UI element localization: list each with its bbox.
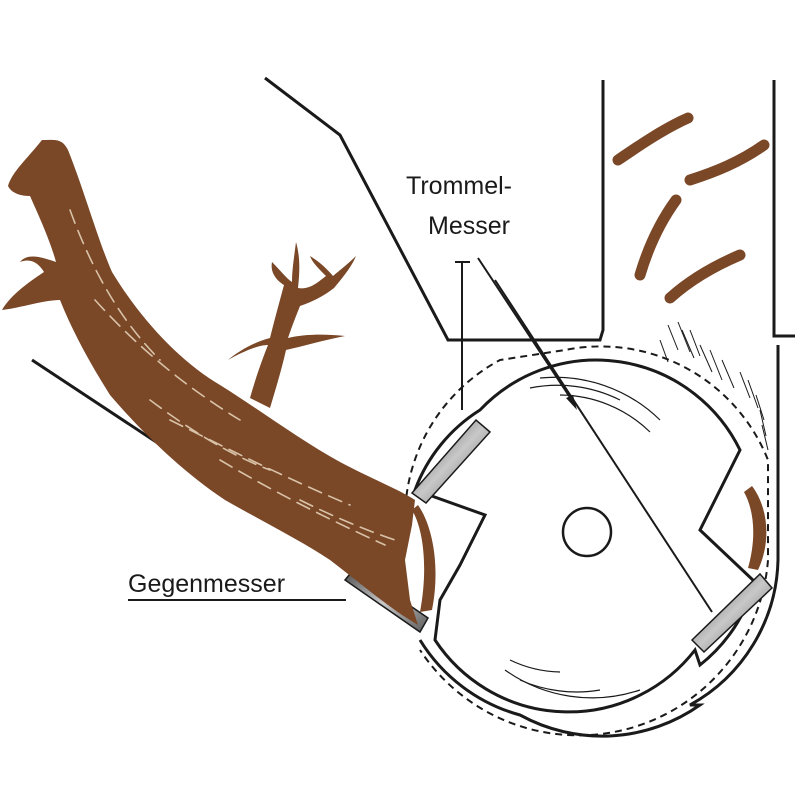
- leader-messer-arrow: [477, 257, 576, 406]
- drum-wood-sliver-right: [744, 486, 767, 570]
- leader-arrowhead: [566, 395, 577, 410]
- drum-blade-bottom: [690, 572, 774, 654]
- housing-right-wall: [418, 345, 780, 738]
- chip-2: [684, 139, 770, 186]
- label-trommel: Trommel-: [406, 172, 513, 200]
- chip-4: [664, 249, 746, 304]
- discharge-chute-right: [772, 80, 795, 338]
- drum-wood-sliver-left: [412, 505, 436, 612]
- branch-trunk: [2, 139, 418, 625]
- hood-outline: [264, 76, 605, 342]
- drum: [413, 358, 757, 714]
- leader-messer-bottom: [494, 279, 713, 613]
- branch: [2, 139, 767, 625]
- wood-chips: [612, 112, 770, 304]
- chip-3: [634, 194, 682, 281]
- drum-blade-top: [410, 418, 492, 504]
- chip-1: [612, 112, 694, 166]
- rotation-streaks: [504, 376, 661, 699]
- drum-axle: [561, 506, 613, 558]
- clearance-path: [403, 345, 769, 737]
- leader-lines: [128, 257, 713, 613]
- drum-blades: [410, 418, 774, 654]
- chip-motion-streaks: [659, 321, 769, 451]
- label-gegenmesser: Gegenmesser: [128, 570, 286, 598]
- wood-grain: [69, 209, 396, 546]
- side-twig: [228, 242, 356, 408]
- label-messer: Messer: [428, 212, 510, 240]
